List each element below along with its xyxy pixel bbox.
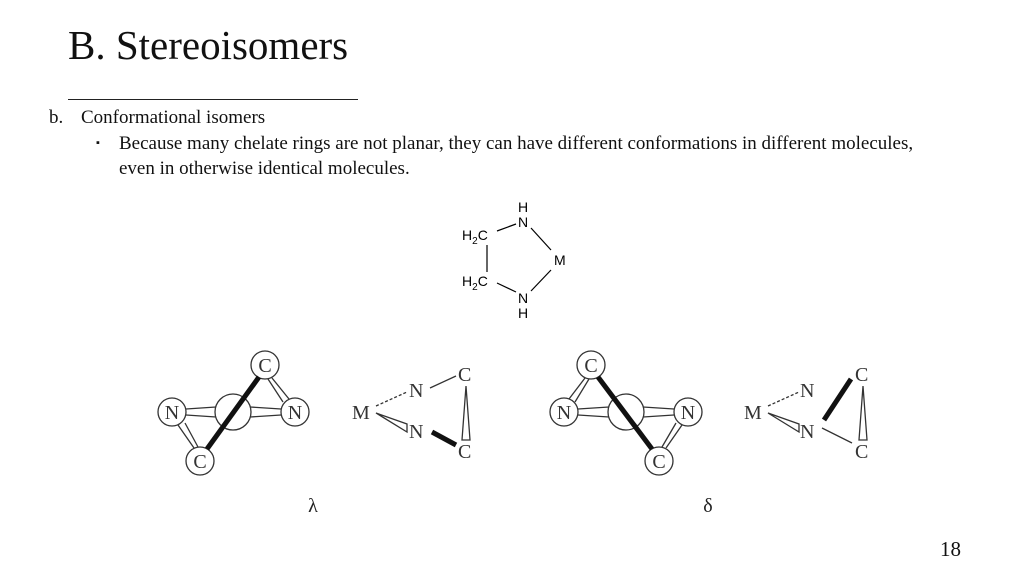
lambda-side-cc-wedge: [461, 385, 471, 441]
delta-side-cc-wedge: [858, 385, 868, 441]
chelate-ring-structure: H N H2C M H2C N H: [462, 199, 566, 321]
outline-heading: Conformational isomers: [81, 107, 266, 128]
lambda-wedge-r1: [249, 406, 282, 410]
lambda-side-bold-bond: [430, 429, 458, 448]
bullet-item: ▪ Because many chelate rings are not pla…: [96, 131, 926, 181]
bond-c-n-bottom: [496, 282, 517, 293]
delta-side-bond-n-c: [821, 427, 853, 444]
delta-bold-bond: [596, 375, 654, 451]
delta-side-wedge: [767, 412, 800, 434]
delta-wedge-r1: [642, 406, 675, 410]
lambda-wedge-l2: [185, 414, 217, 418]
lambda-newman-labels: C C N N: [165, 355, 302, 473]
bond-n-m-top: [530, 227, 552, 251]
lambda-side-c-upper: C: [458, 364, 471, 386]
lambda-c-top-circle: [250, 350, 280, 380]
bullet-text: Because many chelate rings are not plana…: [119, 133, 914, 179]
delta-atom-n-left: N: [557, 402, 571, 424]
lambda-side-view: M N N C C λ: [308, 364, 471, 517]
lambda-side-m: M: [352, 402, 370, 424]
lambda-n-left-circle: [157, 397, 187, 427]
lambda-bond-nr-ct: [271, 377, 290, 400]
outline-item-conformational-isomers: b. Conformational isomers: [49, 106, 265, 130]
lambda-c-bottom-circle: [185, 446, 215, 476]
lambda-bond-nl-cb: [177, 424, 195, 449]
lambda-side-dashed-bond: [375, 391, 408, 407]
lambda-atom-c-bottom: C: [193, 451, 206, 473]
lambda-atom-n-right: N: [288, 402, 302, 424]
delta-side-bold-bond: [821, 377, 854, 422]
delta-side-dashed-bond: [767, 391, 800, 407]
bond-c-n-top: [496, 223, 517, 232]
lambda-label: λ: [308, 495, 318, 517]
delta-center-circle: [607, 393, 645, 431]
delta-bond-nr-cb2: [661, 422, 677, 448]
delta-wedge-r2: [642, 414, 675, 418]
bond-m-n-bottom: [530, 269, 552, 292]
delta-bond-nr-cb: [665, 424, 683, 449]
lambda-side-bond-n-c: [429, 375, 457, 389]
title-underline: [68, 99, 358, 100]
delta-label: δ: [703, 495, 712, 517]
lambda-atom-n-left: N: [165, 402, 179, 424]
delta-side-c-upper: C: [855, 364, 868, 386]
atom-n-top: N: [518, 214, 528, 230]
delta-n-left-circle: [549, 397, 579, 427]
square-bullet-icon: ▪: [96, 137, 100, 149]
delta-atom-c-top: C: [584, 355, 597, 377]
lambda-side-n-upper: N: [409, 380, 423, 402]
page-number: 18: [940, 537, 961, 561]
lambda-bond-nl-cb2: [184, 422, 199, 448]
delta-c-top-circle: [576, 350, 606, 380]
lambda-bond-nr-ct2: [267, 378, 284, 403]
atom-m: M: [554, 252, 566, 268]
ring-bonds: [486, 223, 552, 293]
lambda-side-wedge: [375, 412, 408, 434]
atom-h-bottom: H: [518, 305, 528, 321]
outline-number: b.: [49, 107, 64, 128]
delta-wedge-l2: [577, 414, 610, 418]
delta-atom-c-bottom: C: [652, 451, 665, 473]
delta-side-c-lower: C: [855, 441, 868, 463]
delta-newman-projection: [549, 350, 703, 476]
lambda-side-c-lower: C: [458, 441, 471, 463]
lambda-atom-c-top: C: [258, 355, 271, 377]
lambda-side-n-lower: N: [409, 421, 423, 443]
delta-side-n-upper: N: [800, 380, 814, 402]
lambda-wedge-r2: [249, 414, 282, 418]
ch2-group-bottom: H2C: [462, 273, 488, 293]
lambda-center-circle: [214, 393, 252, 431]
slide-title: B. Stereoisomers: [68, 22, 349, 68]
delta-side-n-lower: N: [800, 421, 814, 443]
delta-side-view: M N N C C δ: [703, 364, 868, 517]
atom-n-bottom: N: [518, 290, 528, 306]
delta-n-right-circle: [673, 397, 703, 427]
delta-wedge-l1: [577, 406, 610, 410]
lambda-newman-projection: [157, 350, 310, 476]
delta-bond-nl-ct: [568, 377, 586, 400]
ch2-group-top: H2C: [462, 227, 488, 247]
lambda-n-right-circle: [280, 397, 310, 427]
delta-c-bottom-circle: [644, 446, 674, 476]
lambda-bold-bond: [204, 375, 262, 451]
lambda-wedge-l1: [185, 406, 217, 410]
atom-h-top: H: [518, 199, 528, 215]
delta-bond-nl-ct2: [574, 378, 590, 403]
delta-side-m: M: [744, 402, 762, 424]
delta-newman-labels: C C N N: [557, 355, 695, 473]
delta-atom-n-right: N: [681, 402, 695, 424]
